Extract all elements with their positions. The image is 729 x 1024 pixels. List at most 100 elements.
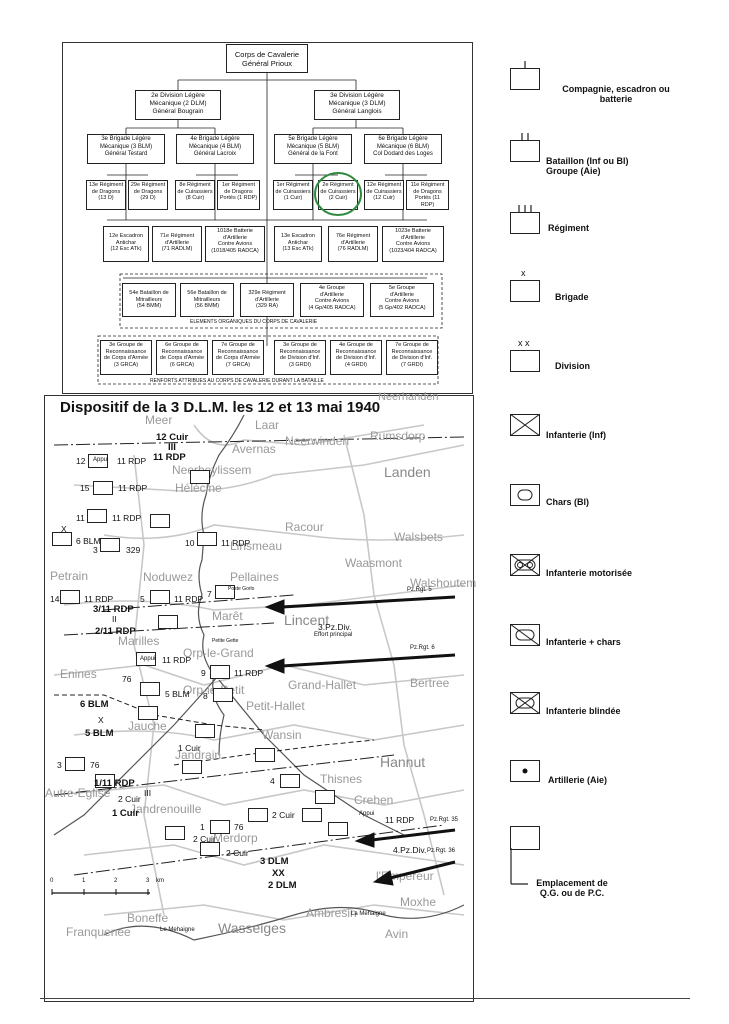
single-tick-icon <box>510 61 540 90</box>
scale-bar <box>51 889 150 895</box>
unit-symbol <box>197 532 217 546</box>
unit-symbol <box>195 724 215 738</box>
legend-label: Infanterie (Inf) <box>546 430 606 440</box>
town-bertree: Bertree <box>410 676 450 690</box>
unit-symbol <box>138 706 158 720</box>
town-landen: Landen <box>384 464 431 480</box>
unit-symbol <box>213 688 233 702</box>
unit-label: 2 Cuir <box>226 848 249 858</box>
legend-label: Chars (Bl) <box>546 497 590 507</box>
unit-label: 11 RDP <box>174 594 204 604</box>
cross-oval-icon <box>510 692 540 714</box>
x-icon: x <box>510 268 540 302</box>
town-jandrenouille: Jandrenouille <box>130 802 202 816</box>
town-waasmont: Waasmont <box>345 556 402 570</box>
attack-label: Pz.Rgt. 6 <box>410 645 435 651</box>
place-label: Poste Gorlo <box>228 586 255 592</box>
organic-caption: ELEMENTS ORGANIQUES DU CORPS DE CAVALERI… <box>190 319 318 325</box>
unit-symbol <box>255 748 275 762</box>
oval-slash-icon <box>510 624 540 646</box>
organic-box-329ra: 329e Régiment d'Artillerie (329 RA) <box>240 283 294 317</box>
unit-label: 6 BLM <box>76 536 101 546</box>
legend-label: Artillerie (Aie) <box>548 775 608 785</box>
brigade-box-6blm: 6e Brigade Légère Mécanique (6 BLM) Col … <box>364 134 442 164</box>
double-tick-icon <box>510 133 540 162</box>
unit-symbol <box>136 652 156 666</box>
brigade-box-3blm: 3e Brigade Légère Mécanique (3 BLM) Géné… <box>87 134 165 164</box>
town-laar: Laar <box>255 418 280 432</box>
org-chart-lines <box>97 73 443 385</box>
highlight-circle <box>314 172 362 216</box>
unit-symbol <box>95 774 115 788</box>
town-wasseiges: Wasseiges <box>218 920 286 936</box>
unit-label: 5 BLM <box>165 689 190 699</box>
unit-label: 1 Cuir <box>178 743 201 753</box>
town-jauche: Jauche <box>128 719 167 733</box>
xx-icon: x x <box>510 338 540 372</box>
reinforcement-box-3grca: 3e Groupe de Reconnaissance de Corps d'A… <box>100 340 152 375</box>
unit-symbol <box>210 820 230 834</box>
legend-label: Infanterie blindée <box>546 706 621 716</box>
organic-box-4gp: 4e Groupe d'Artillerie Contre Avions (4 … <box>300 283 364 317</box>
unit-label: 76 <box>90 760 100 770</box>
unit-label: 12 Cuir <box>156 432 189 443</box>
unit-symbol <box>182 760 202 774</box>
reinforcement-box-4grdi: 4e Groupe de Reconnaissance de Division … <box>330 340 382 375</box>
unit-symbol <box>140 682 160 696</box>
unit-label: 11 RDP <box>234 668 264 678</box>
unit-label: Appui <box>140 656 156 662</box>
town-merdorp: Merdorp <box>213 831 258 845</box>
town-crehen: Crehen <box>354 793 394 807</box>
town-helecine: Hélécine <box>175 481 222 495</box>
unit-symbol <box>158 615 178 629</box>
legend-label: Division <box>555 361 591 371</box>
reinforcement-box-3grdi: 3e Groupe de Reconnaissance de Division … <box>274 340 326 375</box>
map-background <box>53 414 465 941</box>
town-linsmeau: Linsmeau <box>230 539 283 553</box>
regiment-box-29d: 29e Régiment de Dragons (29 D) <box>128 180 168 210</box>
town-boneffe: Boneffe <box>127 911 169 925</box>
scale-label: 2 <box>114 878 118 884</box>
regiment-box-11rdp: 11e Régiment de Dragons Portés (11 RDP) <box>406 180 449 210</box>
unit-label: 2 Cuir <box>193 834 216 844</box>
unit-label: 11 RDP <box>112 513 142 523</box>
regiment-box-12cuir: 12e Régiment de Cuirassiers (12 Cuir) <box>364 180 404 210</box>
reinforcement-caption: RENFORTS ATTRIBUES AU CORPS DE CAVALERIE… <box>150 378 324 384</box>
support-box-71ra: 71e Régiment d'Artillerie (71 RADLM) <box>152 226 202 262</box>
unit-label: 11 RDP <box>221 538 251 548</box>
unit-symbol <box>200 842 220 856</box>
unit-label: 14 <box>50 594 60 604</box>
town-marilles: Marilles <box>118 634 160 648</box>
unit-label: 10 <box>185 538 195 548</box>
unit-label: 2 Cuir <box>272 810 295 820</box>
unit-label: 8 <box>203 691 208 701</box>
bottom-rule <box>40 998 690 999</box>
unit-label: 3 <box>57 760 62 770</box>
support-box-1018: 1018e Batterie d'Artillerie Contre Avion… <box>205 226 265 262</box>
unit-label: 4 <box>270 776 275 786</box>
unit-symbol <box>93 481 113 495</box>
unit-symbol <box>315 790 335 804</box>
town-wansin: Wansin <box>262 728 302 742</box>
unit-label: 12 <box>76 456 86 466</box>
scale-label: 1 <box>82 878 86 884</box>
regiment-box-13d: 13e Régiment de Dragons (13 D) <box>86 180 126 210</box>
reinforcement-box-6grca: 6e Groupe de Reconnaissance de Corps d'A… <box>156 340 208 375</box>
unit-label: 3 DLM <box>260 856 289 867</box>
unit-label: 329 <box>126 545 141 555</box>
dot-icon <box>510 760 540 782</box>
division-box-3dlm: 3e Division Légère Mécanique (3 DLM) Gén… <box>314 90 400 120</box>
unit-symbol <box>302 808 322 822</box>
unit-symbol <box>328 822 348 836</box>
unit-symbol <box>280 774 300 788</box>
regiment-box-2cuir: 2e Régiment de Cuirassiers (2 Cuir) <box>318 180 358 210</box>
attack-label: 3.Pz.Div. <box>318 622 352 632</box>
place-label: Le Mehaigne <box>160 927 195 933</box>
unit-symbol <box>65 757 85 771</box>
town-ambresin: Ambresin <box>306 906 357 920</box>
town-racour: Racour <box>285 520 324 534</box>
scale-label: km <box>156 878 164 884</box>
town-jandrain: Jandrain <box>175 748 222 762</box>
map-frame <box>44 395 474 1002</box>
